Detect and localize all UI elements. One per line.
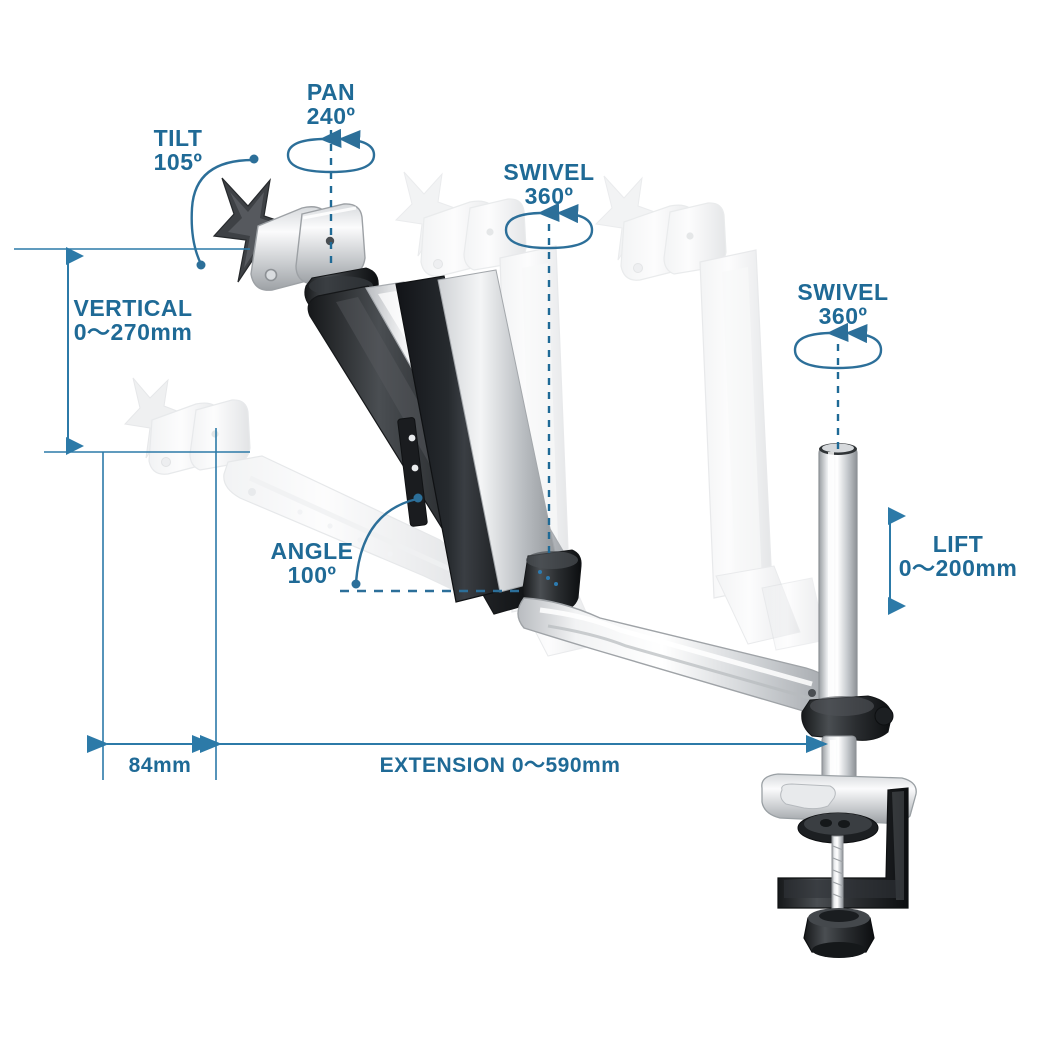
annotation-tilt: TILT 105º xyxy=(154,125,259,270)
tilt-arc-start-dot xyxy=(196,260,206,270)
angle-arc-start-dot xyxy=(351,579,361,589)
lift-label: LIFT xyxy=(933,531,984,557)
ghost-monitor-right xyxy=(594,175,801,645)
tilt-value: 105º xyxy=(154,149,203,175)
angle-arc-end-dot xyxy=(413,493,423,503)
clamp-pad xyxy=(797,812,879,844)
pan-value: 240º xyxy=(307,103,356,129)
ghost-monitor-center xyxy=(394,171,601,657)
clamp-screw xyxy=(831,835,844,917)
swivel-pole-value: 360º xyxy=(819,303,868,329)
swivel-joint xyxy=(522,549,582,611)
pole-collar-knob xyxy=(801,695,894,741)
pan-label: PAN xyxy=(307,79,355,105)
swivel-pole-rotation-ellipse xyxy=(793,322,883,370)
extension-value: 0〜590mm xyxy=(512,754,621,777)
swivel-head-label: SWIVEL xyxy=(503,159,594,185)
clamp-base-plate xyxy=(761,773,917,824)
swivel-pole-label: SWIVEL xyxy=(797,279,888,305)
annotation-extension-group: 84mm EXTENSION 0〜590mm xyxy=(87,428,828,780)
ghost-monitor-far-right xyxy=(761,577,827,651)
annotation-angle: ANGLE 100º xyxy=(271,493,527,593)
angle-label: ANGLE xyxy=(271,538,354,564)
annotation-pan: PAN 240º xyxy=(286,79,376,270)
bracket-pivot-screw xyxy=(264,268,278,282)
annotation-vertical: VERTICAL 0〜270mm xyxy=(14,247,250,455)
lift-pole xyxy=(818,443,858,706)
vertical-value: 0〜270mm xyxy=(74,319,193,345)
annotation-lift: LIFT 0〜200mm xyxy=(888,507,1018,615)
tilt-label: TILT xyxy=(154,125,203,151)
annotation-swivel-head: SWIVEL 360º xyxy=(503,159,594,560)
offset-value: 84mm xyxy=(129,754,192,777)
extension-label: EXTENSION xyxy=(380,754,506,777)
tilt-arc-end-dot xyxy=(249,154,259,164)
annotation-swivel-pole: SWIVEL 360º xyxy=(793,279,888,452)
angle-value: 100º xyxy=(288,562,337,588)
clamp-screw-knob xyxy=(803,908,875,958)
pan-rotation-ellipse xyxy=(286,128,376,174)
lift-value: 0〜200mm xyxy=(899,555,1018,581)
vertical-label: VERTICAL xyxy=(74,295,193,321)
swivel-head-rotation-ellipse xyxy=(504,202,594,250)
swivel-head-value: 360º xyxy=(525,183,574,209)
extension-text: EXTENSION 0〜590mm xyxy=(380,754,621,777)
arm-joint-screw xyxy=(808,689,816,697)
